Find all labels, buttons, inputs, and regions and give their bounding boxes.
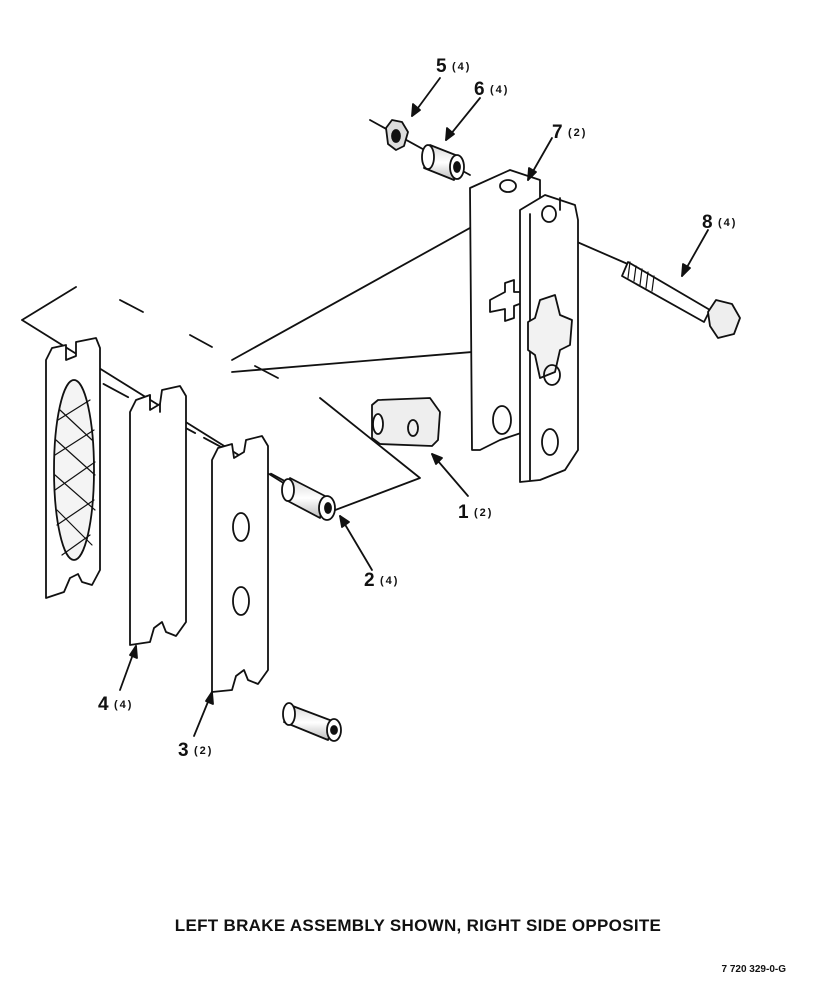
svg-text:(4): (4)	[114, 699, 133, 711]
part-3-plate	[211, 435, 269, 693]
part-5-nut	[385, 119, 409, 151]
svg-text:4: 4	[98, 694, 109, 715]
part-1-cam-block	[371, 397, 441, 447]
svg-text:(2): (2)	[474, 507, 493, 519]
callout-2: 2 (4)	[364, 570, 399, 591]
callout-5: 5 (4)	[436, 56, 471, 77]
svg-text:6: 6	[474, 79, 485, 100]
part-2-spacer	[281, 477, 336, 521]
callout-8: 8 (4)	[702, 212, 737, 233]
svg-text:5: 5	[436, 56, 447, 77]
svg-text:2: 2	[364, 570, 375, 591]
mounting-plane-outline	[21, 286, 421, 513]
callout-6: 6 (4)	[474, 79, 509, 100]
part-6-bushing	[421, 144, 465, 181]
svg-text:(4): (4)	[452, 61, 471, 73]
figure-caption: LEFT BRAKE ASSEMBLY SHOWN, RIGHT SIDE OP…	[174, 916, 662, 935]
callout-3: 3 (2)	[178, 740, 213, 761]
svg-text:(4): (4)	[490, 84, 509, 96]
drawing-number: 7 720 329-0-G	[721, 964, 787, 975]
part-8-bolt	[621, 261, 741, 339]
svg-text:1: 1	[458, 502, 469, 523]
axis-line-to-parts	[69, 365, 321, 501]
part-7-bracket-front	[519, 194, 579, 483]
part-4-friction-pad	[45, 337, 101, 599]
svg-text:(4): (4)	[380, 575, 399, 587]
leader-arrows	[119, 77, 709, 737]
loose-spacer	[282, 702, 342, 742]
part-4-brake-shoe-plate	[129, 385, 187, 646]
callout-4: 4 (4)	[98, 694, 133, 715]
svg-text:3: 3	[178, 740, 189, 761]
svg-text:(2): (2)	[194, 745, 213, 757]
callout-1: 1 (2)	[458, 502, 493, 523]
axis-line-upper	[231, 202, 516, 361]
svg-text:(4): (4)	[718, 217, 737, 229]
svg-text:7: 7	[552, 122, 563, 143]
svg-text:(2): (2)	[568, 127, 587, 139]
svg-text:8: 8	[702, 212, 713, 233]
callout-7: 7 (2)	[552, 122, 587, 143]
